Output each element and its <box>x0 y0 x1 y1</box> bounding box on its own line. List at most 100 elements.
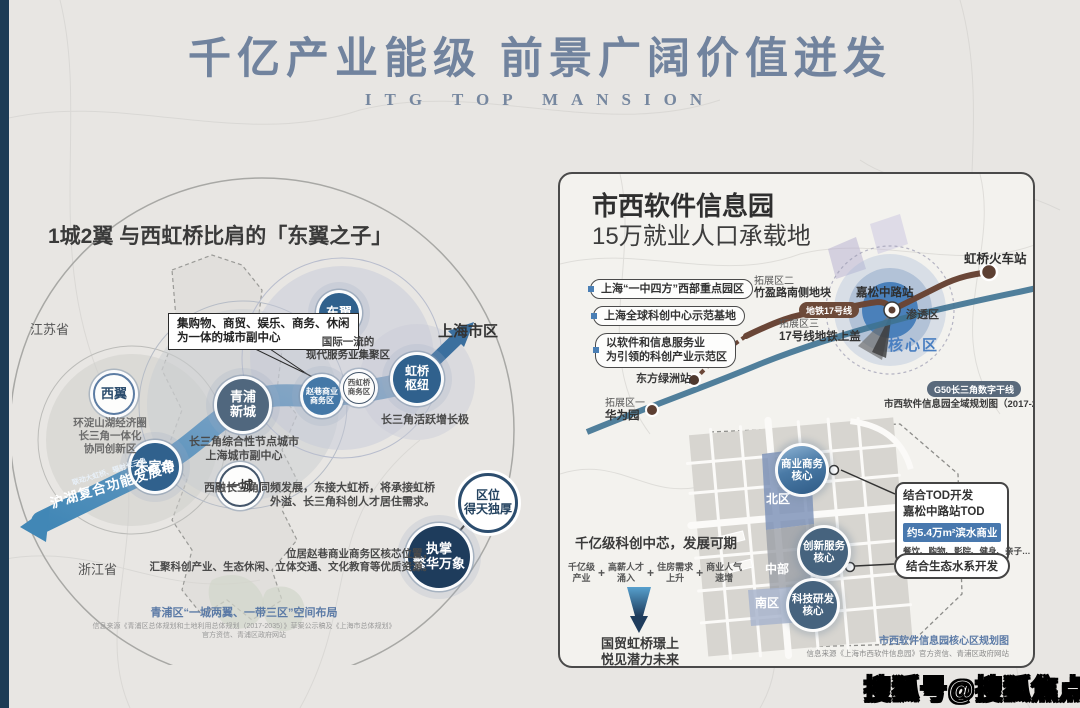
right-text1-line1: 西融长三角同频发展，东接大虹桥，将承接虹桥 <box>204 482 435 494</box>
node-qingpu-line2: 新城 <box>229 404 256 419</box>
hongqiao-rail-station-label: 虹桥火车站 <box>964 252 1027 266</box>
callout-line2: 为一体的城市副中心 <box>177 332 281 345</box>
bullet-innovation-base: 上海全球科创中心示范基地 <box>591 306 745 327</box>
node-xihongqiao-line1: 西虹桥 <box>347 378 371 388</box>
core-plan-caption-gray: 信息来源《上海市西软件信息园》官方资信、青浦区政府网站 <box>806 649 1010 658</box>
tod-line1: 结合TOD开发 <box>903 490 974 502</box>
qingpu-desc-line2: 上海城市副中心 <box>205 449 283 462</box>
expansion3-label: 拓展区三 <box>779 319 819 330</box>
west-desc-line1: 环淀山湖经济圈 <box>73 417 147 429</box>
node-qingpu-newcity: 青浦 新城 <box>217 379 269 431</box>
circle-business-line1: 商业商务 <box>781 457 823 470</box>
node-hongqiao-line1: 虹桥 <box>404 364 429 379</box>
bullet2-label: 上海全球科创中心示范基地 <box>604 310 736 322</box>
node-hongqiao-line2: 枢纽 <box>404 378 429 392</box>
circle-business-core: 商业商务 核心 <box>778 446 826 494</box>
circle-innovation-line2: 核心 <box>813 552 835 564</box>
expansion1-label: 拓展区一 <box>605 398 645 409</box>
right-text2-line2: 汇聚科创产业、生态休闲、立体交通、文化教育等优质资源。 <box>149 561 434 574</box>
dongfang-station-label: 东方绿洲站 <box>636 373 691 385</box>
core-plan-caption-blue: 市西软件信息园核心区规划图 <box>879 636 1009 647</box>
left-diagram-panel: 1城2翼 与西虹桥比肩的「东翼之子」 江苏省 浙江省 西翼 朱家角 青浦 新城 … <box>12 150 552 665</box>
jiangsu-province-label: 江苏省 <box>30 322 70 337</box>
node-yicheng: 一城 <box>219 465 261 507</box>
bullet-key-park: 上海“一中四方”西部重点园区 <box>588 279 753 300</box>
slogan-line2: 悦见潜力未来 <box>600 652 680 668</box>
left-caption-blue: 青浦区“一城两翼、一带三区”空间布局 <box>150 607 338 619</box>
bullet-software-zone: 以软件和信息服务业 为引领的科创产业示范区 <box>593 333 736 368</box>
dev-item-housing: 住房需求 上升 <box>657 562 693 584</box>
g50-digital-corridor-badge: G50长三角数字干线 <box>927 381 1022 397</box>
master-plan-caption: 市西软件信息园全域规划图（2017-2025） <box>884 399 1033 410</box>
eco-water-callout: 结合生态水系开发 <box>894 553 1010 579</box>
node-xihongqiao-cbd: 西虹桥 商务区 <box>343 372 375 404</box>
page-subtitle: ITG TOP MANSION <box>364 90 716 109</box>
expansion1-name: 华为园 <box>605 410 640 422</box>
district-south-label: 南区 <box>755 596 780 610</box>
district-north-label: 北区 <box>766 492 791 506</box>
bubble-prosperity-line2: 繁华万象 <box>412 556 465 571</box>
west-desc-line3: 协同创新区 <box>83 443 137 456</box>
dev-item4-line2: 速增 <box>715 572 734 583</box>
shanghai-urban-label: 上海市区 <box>438 323 499 340</box>
bubble-prosperity: 执掌 繁华万象 <box>408 526 470 588</box>
bullet1-label: 上海“一中四方”西部重点园区 <box>601 283 744 295</box>
core-zone-label: 核心区 <box>888 337 940 354</box>
node-zhujiajiao-label: 朱家角 <box>135 458 175 474</box>
west-wing-description: 环淀山湖经济圈 长三角一体化 协同创新区 <box>73 417 147 456</box>
page-title: 千亿产业能级 前景广阔价值迸发 <box>188 35 892 83</box>
left-diagram-title: 1城2翼 与西虹桥比肩的「东翼之子」 <box>48 225 393 248</box>
right-text-hongqiao: 西融长三角同频发展，东接大虹桥，将承接虹桥 外溢、长三角科创人才居住需求。 <box>204 482 435 510</box>
right-text-zhaoxiang: 位居赵巷商业商务区核芯位置， 汇聚科创产业、生态休闲、立体交通、文化教育等优质资… <box>150 548 434 574</box>
dev-item2-line2: 涌入 <box>617 572 636 583</box>
east-wing-callout-box: 集购物、商贸、娱乐、商务、休闲 为一体的城市副中心 <box>168 313 359 350</box>
bubble-location-line2: 得天独厚 <box>463 502 512 516</box>
slogan-line1: 国贸虹桥璟上 <box>600 636 680 651</box>
tod-callout-box: 结合TOD开发 嘉松中路站TOD 约5.4万m²滨水商业 餐饮、购物、影院、健身… <box>895 482 1031 565</box>
dev-outlook-items: 千亿级 产业 + 高薪人才 涌入 + 住房需求 上升 + 商业人气 速增 <box>568 562 742 584</box>
circle-business-line2: 核心 <box>791 470 813 482</box>
sohu-watermark: 搜狐号@搜狐焦点嘉峪关站 <box>863 674 1080 705</box>
node-hongqiao-hub: 虹桥 枢纽 <box>393 355 441 403</box>
jiasong-station-label: 嘉松中路站 <box>856 287 914 299</box>
node-xihongqiao-line2: 商务区 <box>347 387 371 396</box>
node-qingpu-line1: 青浦 <box>229 389 256 405</box>
district-mid-label: 中部 <box>765 562 790 576</box>
left-edge-accent-bar <box>0 0 9 708</box>
map-title: 市西软件信息园 <box>592 191 775 221</box>
left-caption-gray-line2: 官方资信、青浦区政府网站 <box>201 631 286 639</box>
bubble-prosperity-line1: 执掌 <box>425 541 452 557</box>
metro-line17-badge: 地铁17号线 <box>799 302 860 318</box>
map-subtitle: 15万就业人口承载地 <box>592 223 811 250</box>
dev-item1-line1: 千亿级 <box>568 562 596 572</box>
tod-highlight: 约5.4万m²滨水商业 <box>903 523 1001 543</box>
dev-item-industry: 千亿级 产业 <box>568 562 595 584</box>
expansion2-label: 拓展区二 <box>754 276 794 287</box>
dev-item2-line1: 高薪人才 <box>608 562 645 572</box>
bullet3-label: 以软件和信息服务业 为引领的科创产业示范区 <box>606 336 727 365</box>
node-yicheng-label: 一城 <box>226 477 253 493</box>
bullet3-line1: 以软件和信息服务业 <box>606 337 705 349</box>
software-park-map-panel: 市西软件信息园 15万就业人口承载地 上海“一中四方”西部重点园区 上海全球科创… <box>558 172 1035 668</box>
tod-line2: 嘉松中路站TOD <box>903 505 985 518</box>
bullet-marker-icon <box>591 313 597 320</box>
bullet-marker-icon <box>593 347 599 354</box>
node-zhaoxiang-line2: 商务区 <box>310 396 334 405</box>
bullet3-line2: 为引领的科创产业示范区 <box>606 351 727 364</box>
project-slogan: 国贸虹桥璟上 悦见潜力未来 <box>600 636 680 668</box>
bubble-location-line1: 区位 <box>475 488 500 503</box>
dev-outlook-title: 千亿级科创中芯，发展可期 <box>575 536 737 551</box>
node-zhujiajiao: 朱家角 <box>131 443 179 491</box>
dev-item4-line1: 商业人气 <box>706 562 743 572</box>
left-caption-gray: 信息来源《青浦区总体规划和土地利用总体规划（2017-2035）》草案公示稿及《… <box>93 623 396 641</box>
east-desc-line2: 现代服务业集聚区 <box>306 349 390 362</box>
circle-tech-line2: 核心 <box>802 605 824 617</box>
circle-innovation-core: 创新服务 核心 <box>800 528 848 576</box>
growth-pole-label: 长三角活跃增长极 <box>381 414 469 426</box>
dev-item-commerce: 商业人气 速增 <box>706 562 742 584</box>
dev-item-talent: 高薪人才 涌入 <box>608 562 644 584</box>
qingpu-description: 长三角综合性节点城市 上海城市副中心 <box>189 436 299 464</box>
east-desc-line1: 国际一流的 <box>321 336 375 348</box>
node-zhaoxiang-line1: 赵巷商业 <box>306 386 338 396</box>
